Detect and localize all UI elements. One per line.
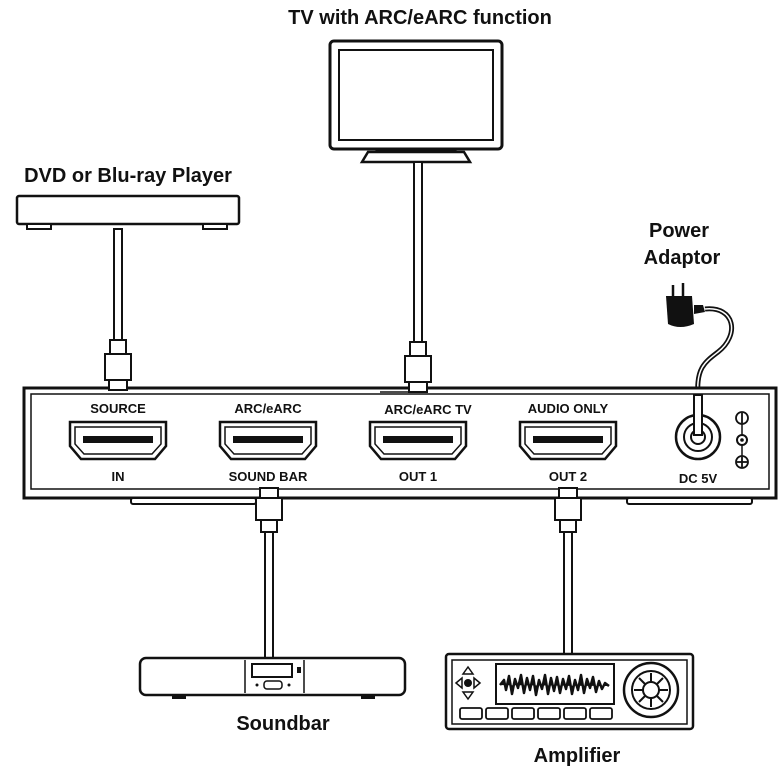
hdmi-port-out1 [368, 420, 468, 461]
power-label-line1: Power [649, 220, 709, 242]
hdmi-plug-soundbar [255, 487, 283, 533]
port-in-label: IN [112, 469, 125, 484]
port-source-label: SOURCE [90, 401, 146, 416]
soundbar-device [138, 656, 407, 699]
hdmi-port-source [68, 420, 168, 461]
tv-label: TV with ARC/eARC function [288, 7, 552, 29]
port-out2-label: OUT 2 [549, 469, 587, 484]
dvd-label: DVD or Blu-ray Player [24, 165, 232, 187]
hdmi-plug-out1 [380, 341, 432, 393]
soundbar-label: Soundbar [236, 713, 330, 735]
hdmi-port-arc [218, 420, 318, 461]
hdmi-plug-source [104, 339, 132, 391]
power-adaptor-icon [666, 283, 735, 396]
dvd-player-device [15, 194, 241, 230]
amplifier-label: Amplifier [534, 745, 621, 767]
port-audio-only-label: AUDIO ONLY [528, 401, 609, 416]
hdmi-plug-amplifier [554, 487, 582, 533]
amplifier-device [444, 652, 695, 731]
tv-device [328, 39, 504, 164]
port-out1-label: OUT 1 [399, 469, 437, 484]
port-arc-tv-label: ARC/eARC TV [384, 402, 472, 417]
hdmi-port-out2 [518, 420, 618, 461]
port-soundbar-label: SOUND BAR [229, 469, 308, 484]
dc-jack [674, 394, 722, 461]
port-dc-label: DC 5V [679, 471, 718, 486]
power-label-line2: Adaptor [644, 247, 721, 269]
port-arc-label: ARC/eARC [234, 401, 302, 416]
polarity-icon [735, 411, 749, 469]
